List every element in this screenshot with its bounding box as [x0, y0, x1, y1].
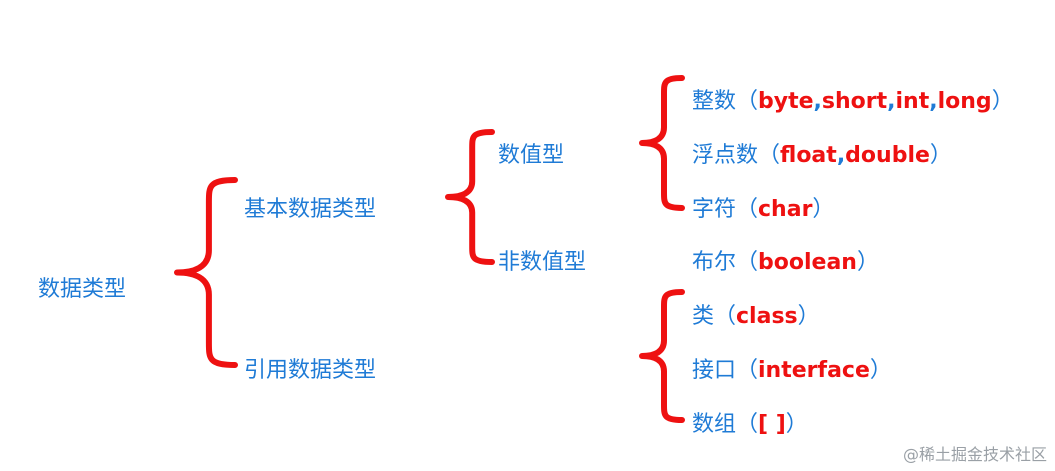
type-keyword: [ ] [758, 412, 786, 437]
leaf-interface: 接口（interface） [692, 356, 892, 386]
type-keyword: byte [758, 89, 814, 114]
leaf-close-paren: ） [929, 143, 952, 168]
brace-primitive [445, 129, 495, 265]
type-keyword: int [895, 89, 930, 114]
leaf-array: 数组（[ ]） [692, 410, 808, 440]
type-keyword: class [736, 304, 798, 329]
type-keyword: boolean [758, 250, 857, 275]
leaf-close-paren: ） [869, 358, 892, 383]
non-numeric-type-node: 非数值型 [498, 250, 587, 275]
brace-numeric [639, 75, 685, 211]
reference-types-node: 引用数据类型 [244, 358, 377, 383]
leaf-close-paren: ） [812, 197, 835, 222]
type-keyword: short [821, 89, 888, 114]
leaf-label: 类（ [692, 304, 737, 329]
leaf-close-paren: ） [856, 250, 879, 275]
leaf-label: 浮点数（ [692, 143, 781, 168]
separator: , [929, 89, 938, 114]
leaf-label: 字符（ [692, 197, 759, 222]
type-keyword: interface [758, 358, 870, 383]
type-keyword: double [845, 143, 930, 168]
numeric-type-node: 数值型 [498, 143, 565, 168]
primitive-types-node: 基本数据类型 [244, 197, 377, 222]
leaf-char: 字符（char） [692, 195, 834, 225]
brace-root [174, 177, 238, 368]
root-node: 数据类型 [38, 277, 127, 302]
type-keyword: char [758, 197, 813, 222]
leaf-close-paren: ） [785, 412, 808, 437]
leaf-class: 类（class） [692, 302, 820, 332]
leaf-close-paren: ） [991, 89, 1014, 114]
leaf-label: 数组（ [692, 412, 759, 437]
separator: , [813, 89, 822, 114]
separator: , [887, 89, 896, 114]
leaf-boolean: 布尔（boolean） [692, 248, 879, 278]
leaf-label: 整数（ [692, 89, 759, 114]
leaf-integer: 整数（byte,short,int,long） [692, 87, 1014, 117]
leaf-label: 接口（ [692, 358, 759, 383]
type-keyword: float [780, 143, 837, 168]
separator: , [836, 143, 846, 168]
leaf-label: 布尔（ [692, 250, 759, 275]
leaf-close-paren: ） [797, 304, 820, 329]
leaf-float: 浮点数（float,double） [692, 141, 952, 171]
type-keyword: long [937, 89, 992, 114]
watermark: @稀土掘金技术社区 [902, 445, 1047, 464]
brace-reference [639, 289, 685, 423]
